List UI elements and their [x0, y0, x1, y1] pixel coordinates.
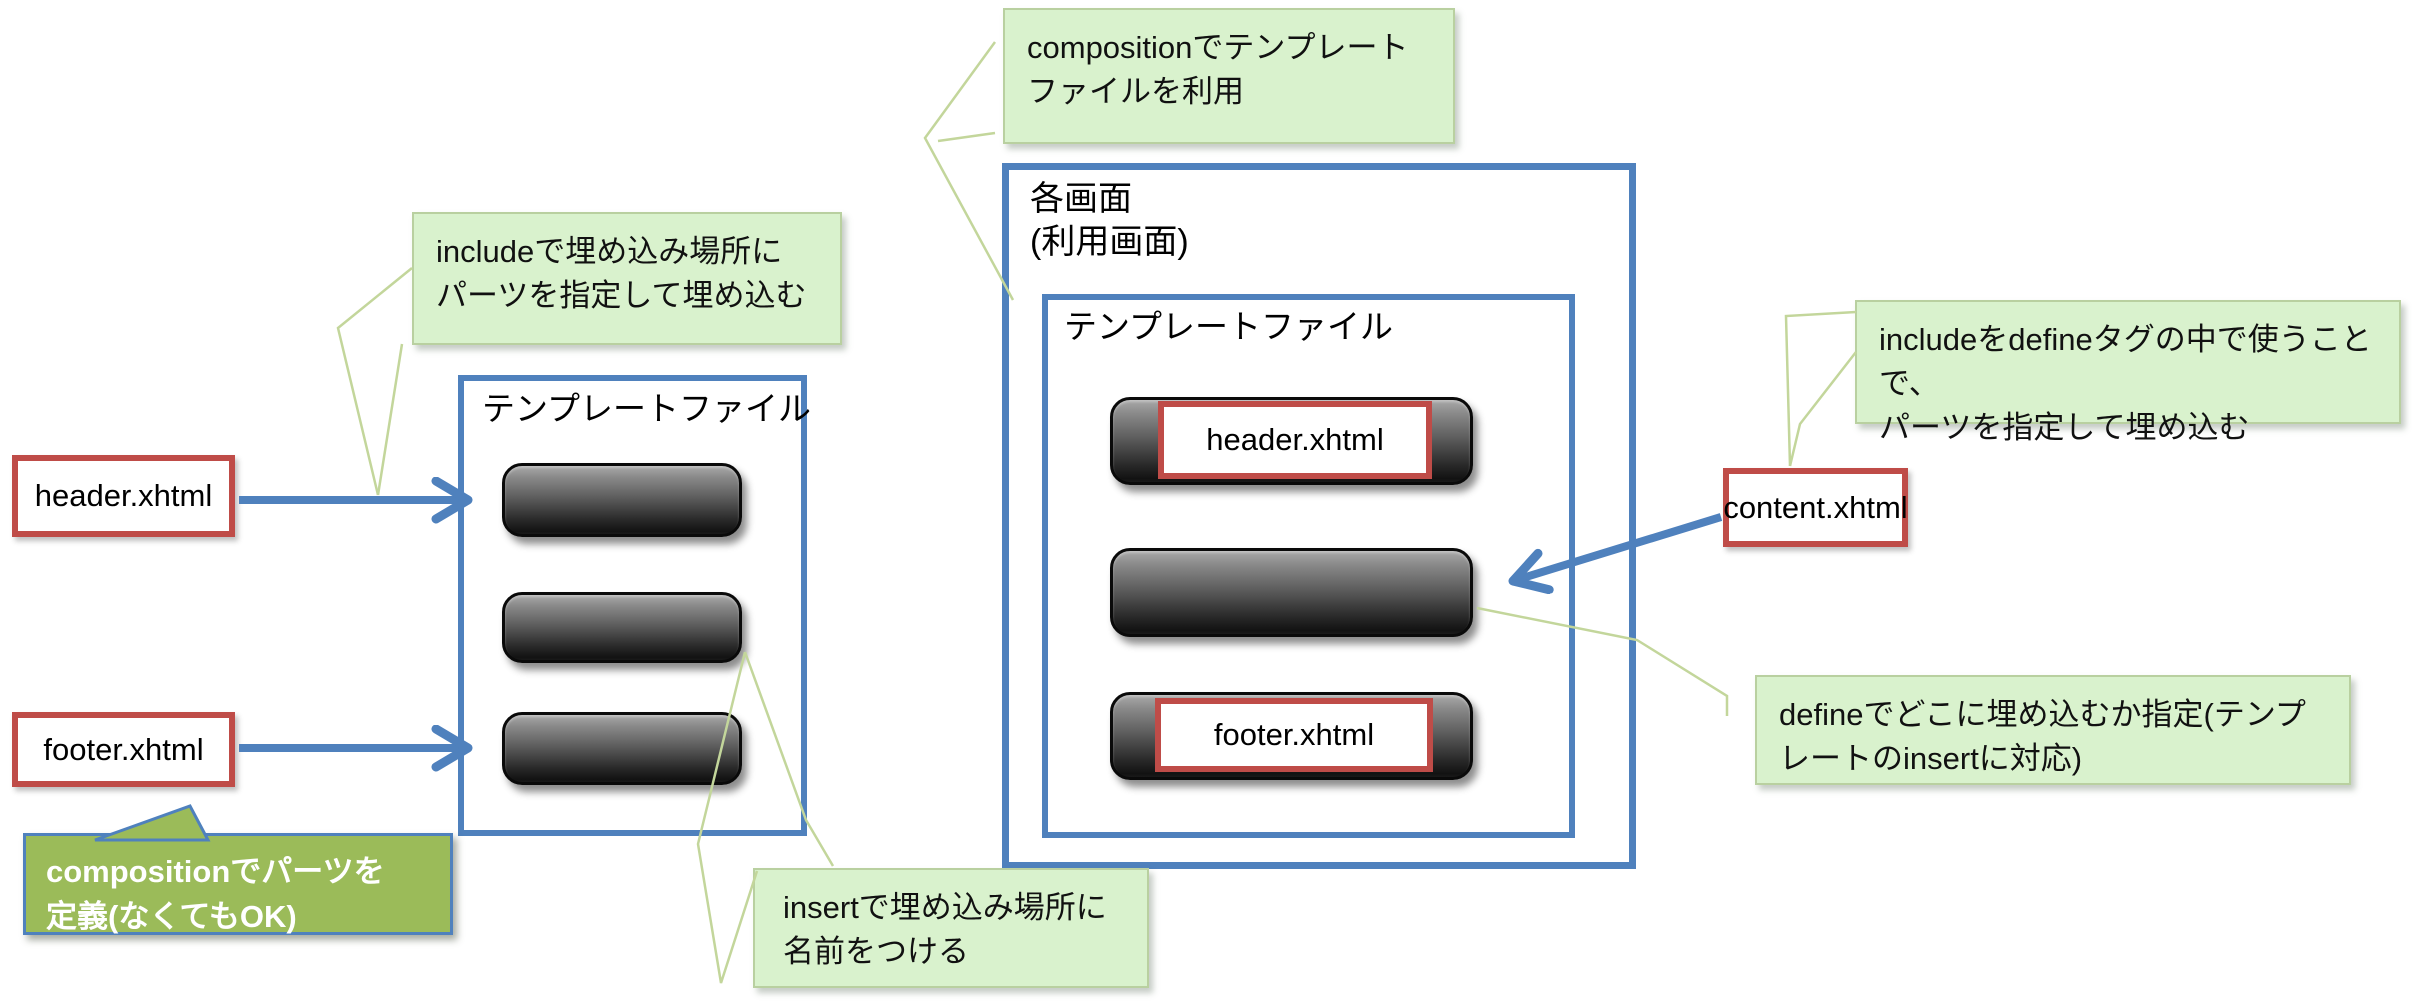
leader-include-define-2: [1788, 351, 1857, 467]
screen-template-file-title: テンプレートファイル: [1064, 308, 1394, 345]
content-xhtml-label: content.xhtml: [1723, 489, 1908, 525]
embedded-footer-label: footer.xhtml: [1213, 717, 1375, 752]
left-slot-content: [502, 592, 742, 663]
callout-composition-use: compositionでテンプレート ファイルを利用: [1003, 8, 1455, 144]
leader-composition-use-2: [937, 131, 996, 143]
leader-include-define: [1784, 310, 1857, 467]
leader-include-left: [336, 267, 413, 496]
screen-box-title: 各画面 (利用画面): [1030, 180, 1189, 261]
left-template-file-title: テンプレートファイル: [482, 390, 812, 427]
left-slot-footer: [502, 712, 742, 785]
leader-include-left-2: [376, 343, 404, 496]
left-slot-header: [502, 463, 742, 537]
embedded-header-label: header.xhtml: [1206, 422, 1384, 457]
content-xhtml-box: content.xhtml: [1723, 468, 1908, 547]
callout-define-where: defineでどこに埋め込むか指定(テンプ レートのinsertに対応): [1755, 675, 2351, 785]
left-template-file-box: [458, 375, 807, 836]
leader-composition-use: [923, 41, 1015, 301]
embedded-header-label-box: header.xhtml: [1158, 401, 1432, 479]
footer-xhtml-box: footer.xhtml: [12, 712, 235, 787]
callout-include-left: includeで埋め込み場所に パーツを指定して埋め込む: [412, 212, 842, 345]
header-xhtml-label: header.xhtml: [34, 478, 213, 513]
callout-include-define: includeをdefineタグの中で使うことで、 パーツを指定して埋め込む: [1855, 300, 2401, 445]
screen-slot-content: [1110, 548, 1473, 637]
header-xhtml-box: header.xhtml: [12, 455, 235, 537]
callout-composition-define: compositionでパーツを 定義(なくてもOK): [23, 833, 453, 935]
screen-slot-footer: footer.xhtml: [1110, 692, 1473, 780]
screen-slot-header: header.xhtml: [1110, 397, 1473, 485]
callout-insert-name: insertで埋め込み場所に 名前をつける: [753, 868, 1149, 988]
embedded-footer-label-box: footer.xhtml: [1155, 698, 1433, 772]
footer-xhtml-label: footer.xhtml: [43, 731, 204, 767]
